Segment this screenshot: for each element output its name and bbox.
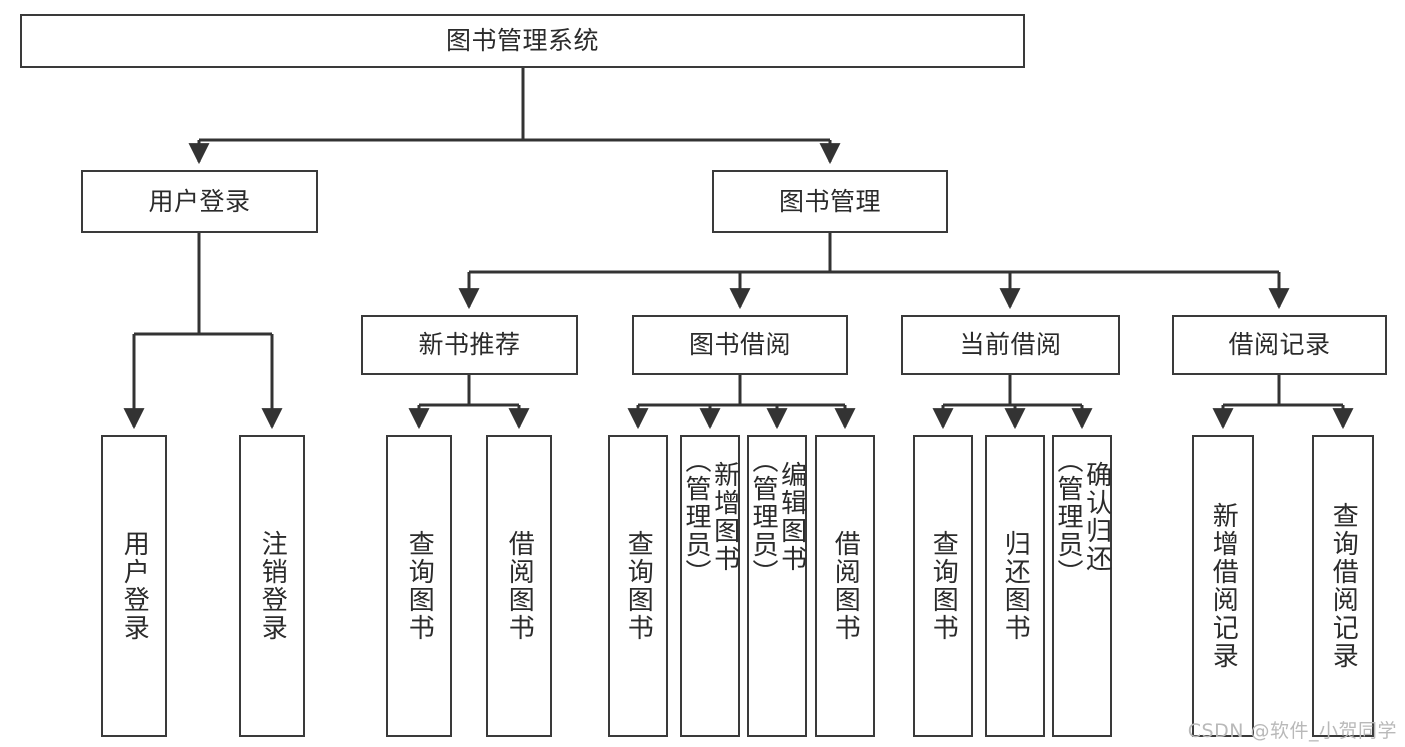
node-label: 图书管理系统 xyxy=(445,26,599,56)
node-leaf-return-book[interactable]: 归还图书 xyxy=(985,435,1045,737)
node-label: 用户登录 xyxy=(119,530,150,642)
node-label: 借阅图书 xyxy=(504,530,535,642)
node-label: 借阅记录 xyxy=(1228,330,1331,360)
node-book-manage[interactable]: 图书管理 xyxy=(712,170,948,233)
node-label: 查询图书 xyxy=(623,530,654,642)
node-leaf-add-borrow-record[interactable]: 新增借阅记录 xyxy=(1192,435,1254,737)
node-label: 查询图书 xyxy=(928,530,959,642)
node-label: 确认归还 （管理员） xyxy=(1053,447,1112,587)
node-label: 新增借阅记录 xyxy=(1208,502,1239,670)
node-leaf-confirm-return[interactable]: 确认归还 （管理员） xyxy=(1052,435,1112,737)
node-label: 注销登录 xyxy=(257,530,288,642)
node-label: 归还图书 xyxy=(1000,530,1031,642)
node-leaf-user-login[interactable]: 用户登录 xyxy=(101,435,167,737)
node-leaf-query-borrow-record[interactable]: 查询借阅记录 xyxy=(1312,435,1374,737)
node-leaf-edit-book[interactable]: 编辑图书 （管理员） xyxy=(747,435,807,737)
node-label: 新增图书 （管理员） xyxy=(681,447,740,587)
node-leaf-query-book-current[interactable]: 查询图书 xyxy=(913,435,973,737)
node-leaf-borrow-book[interactable]: 借阅图书 xyxy=(815,435,875,737)
node-book-management-system[interactable]: 图书管理系统 xyxy=(20,14,1025,68)
node-leaf-query-book-recommend[interactable]: 查询图书 xyxy=(386,435,452,737)
node-label: 用户登录 xyxy=(148,186,251,216)
node-label: 当前借阅 xyxy=(959,330,1062,360)
node-label: 编辑图书 （管理员） xyxy=(748,447,807,587)
node-leaf-add-book[interactable]: 新增图书 （管理员） xyxy=(680,435,740,737)
csdn-watermark: CSDN @软件_小贺同学 xyxy=(1187,720,1397,742)
node-label: 图书管理 xyxy=(778,186,881,216)
node-borrow-record[interactable]: 借阅记录 xyxy=(1172,315,1387,375)
node-label: 新书推荐 xyxy=(418,330,521,360)
node-label: 图书借阅 xyxy=(688,330,791,360)
node-new-book-recommend[interactable]: 新书推荐 xyxy=(361,315,578,375)
node-book-borrow[interactable]: 图书借阅 xyxy=(632,315,848,375)
node-leaf-user-logout[interactable]: 注销登录 xyxy=(239,435,305,737)
node-label: 借阅图书 xyxy=(830,530,861,642)
node-user-login[interactable]: 用户登录 xyxy=(81,170,318,233)
node-current-borrow[interactable]: 当前借阅 xyxy=(901,315,1120,375)
node-label: 查询借阅记录 xyxy=(1328,502,1359,670)
node-leaf-query-book-borrow[interactable]: 查询图书 xyxy=(608,435,668,737)
node-label: 查询图书 xyxy=(404,530,435,642)
node-leaf-borrow-book-recommend[interactable]: 借阅图书 xyxy=(486,435,552,737)
